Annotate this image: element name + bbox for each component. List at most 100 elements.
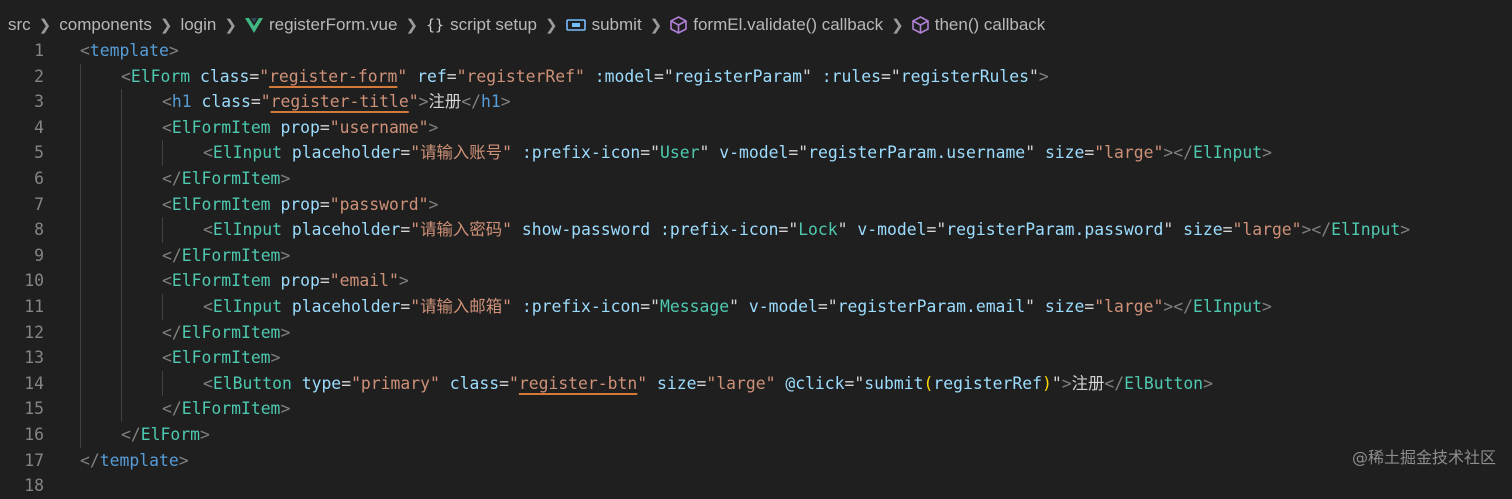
code-token: </ [162, 322, 182, 342]
code-text: <template> [80, 38, 179, 64]
code-token: registerParam.password [946, 220, 1164, 240]
line-number: 3 [34, 92, 44, 112]
code-text: <h1 class="register-title">注册</h1> [162, 89, 511, 115]
indent-guide [162, 217, 163, 243]
breadcrumb-item-submit[interactable]: submit [565, 15, 642, 35]
code-token: placeholder [291, 143, 401, 163]
code-token [512, 143, 522, 162]
code-token: placeholder [291, 220, 401, 240]
breadcrumb-item-file[interactable]: registerForm.vue [244, 15, 397, 35]
indent-guide [121, 268, 122, 294]
code-token: ElInput [212, 220, 282, 240]
code-token: = [400, 220, 411, 240]
code-editor[interactable]: 1<template>2<ElForm class="register-form… [0, 38, 1512, 495]
indent-guide [121, 396, 122, 422]
indent-guide [80, 345, 81, 371]
code-token: size [657, 373, 697, 393]
code-token: prop [280, 117, 320, 137]
code-line[interactable]: 17</template> [0, 448, 1512, 474]
code-line[interactable]: 9</ElFormItem> [0, 242, 1512, 269]
indent-guide [162, 140, 163, 166]
line-number: 17 [24, 450, 44, 470]
code-token: < [162, 271, 172, 291]
code-token: "请输入邮箱" [410, 297, 512, 316]
code-token: = [696, 373, 707, 393]
code-line[interactable]: 14<ElButton type="primary" class="regist… [0, 370, 1512, 397]
code-text: <ElButton type="primary" class="register… [203, 371, 1213, 397]
indent-guide [80, 242, 81, 269]
breadcrumb-item-components[interactable]: components [59, 15, 152, 35]
code-line[interactable]: 11<ElInput placeholder="请输入邮箱" :prefix-i… [0, 294, 1512, 320]
code-token: > [418, 92, 429, 112]
code-token [848, 220, 858, 239]
code-line[interactable]: 7<ElFormItem prop="password"> [0, 191, 1512, 218]
code-token: ElFormItem [171, 117, 271, 137]
code-token: = [250, 92, 261, 112]
breadcrumb-item-login[interactable]: login [180, 15, 216, 35]
breadcrumb-label: formEl.validate() callback [693, 15, 884, 34]
line-number: 15 [24, 399, 44, 419]
indent-guide [121, 166, 122, 192]
code-token: ( [923, 373, 934, 393]
code-token: = [778, 220, 789, 240]
vue-logo-icon [244, 17, 263, 33]
code-token: "large" [1094, 143, 1164, 163]
code-token: </ [461, 92, 482, 112]
code-line[interactable]: 12</ElFormItem> [0, 319, 1512, 346]
code-line[interactable]: 3 <h1 class="register-title">注册</h1> [0, 89, 1512, 115]
code-token: </ [121, 425, 141, 444]
code-line[interactable]: 16</ElForm> [0, 422, 1512, 448]
code-token: = [446, 66, 457, 86]
code-line[interactable]: 13<ElFormItem> [0, 345, 1512, 371]
code-token: registerRef [933, 373, 1042, 393]
code-token: ElButton [212, 373, 292, 393]
code-text: <ElForm class="register-form" ref="regis… [121, 64, 1049, 90]
code-token [650, 220, 660, 239]
code-token: :prefix-icon [660, 220, 779, 240]
breadcrumb-label: submit [591, 15, 642, 34]
code-token: " [890, 66, 901, 86]
code-token: </ [80, 450, 100, 470]
indent-guide [80, 140, 81, 166]
chevron-right-icon: ❯ [891, 17, 904, 34]
code-token: "registerRef" [456, 66, 585, 86]
code-line[interactable]: 10<ElFormItem prop="email"> [0, 268, 1512, 294]
code-token: register-btn [518, 373, 638, 393]
code-token [775, 374, 785, 393]
code-token [282, 297, 292, 316]
code-line[interactable]: 1<template> [0, 38, 1512, 64]
code-token [440, 374, 450, 393]
code-token: ) [1041, 373, 1052, 393]
breadcrumb-item-validate-callback[interactable]: formEl.validate() callback [670, 15, 883, 35]
code-token: " [827, 297, 838, 316]
code-token: registerRules [900, 66, 1030, 86]
code-token: "large" [706, 373, 776, 393]
code-line[interactable]: 5<ElInput placeholder="请输入账号" :prefix-ic… [0, 140, 1512, 166]
code-token: register-title [270, 92, 409, 112]
code-line[interactable]: 8<ElInput placeholder="请输入密码" show-passw… [0, 217, 1512, 243]
code-token [739, 297, 749, 316]
code-token: " [1025, 143, 1036, 163]
code-token [271, 195, 281, 214]
indent-guide [121, 242, 122, 269]
code-line[interactable]: 4<ElFormItem prop="username"> [0, 114, 1512, 141]
code-line[interactable]: 2<ElForm class="register-form" ref="regi… [0, 63, 1512, 90]
code-token [271, 271, 281, 290]
code-token: :prefix-icon [521, 297, 641, 316]
code-token: " [650, 143, 661, 163]
code-line[interactable]: 15</ElFormItem> [0, 396, 1512, 422]
breadcrumb-item-src[interactable]: src [8, 15, 31, 35]
code-token: < [162, 194, 172, 214]
code-token [1035, 143, 1045, 162]
code-text: <ElFormItem prop="password"> [162, 192, 438, 218]
breadcrumb-item-then-callback[interactable]: then() callback [911, 15, 1045, 35]
code-token: = [926, 220, 937, 240]
code-token: ></ [1163, 297, 1193, 316]
code-token: ElInput [212, 143, 282, 163]
breadcrumb-item-script-setup[interactable]: {} script setup [426, 15, 537, 35]
code-line[interactable]: 6</ElFormItem> [0, 166, 1512, 192]
code-token: 注册 [428, 92, 462, 112]
code-token: > [1400, 220, 1411, 240]
code-token: > [1038, 66, 1049, 86]
code-token: " [637, 373, 648, 393]
